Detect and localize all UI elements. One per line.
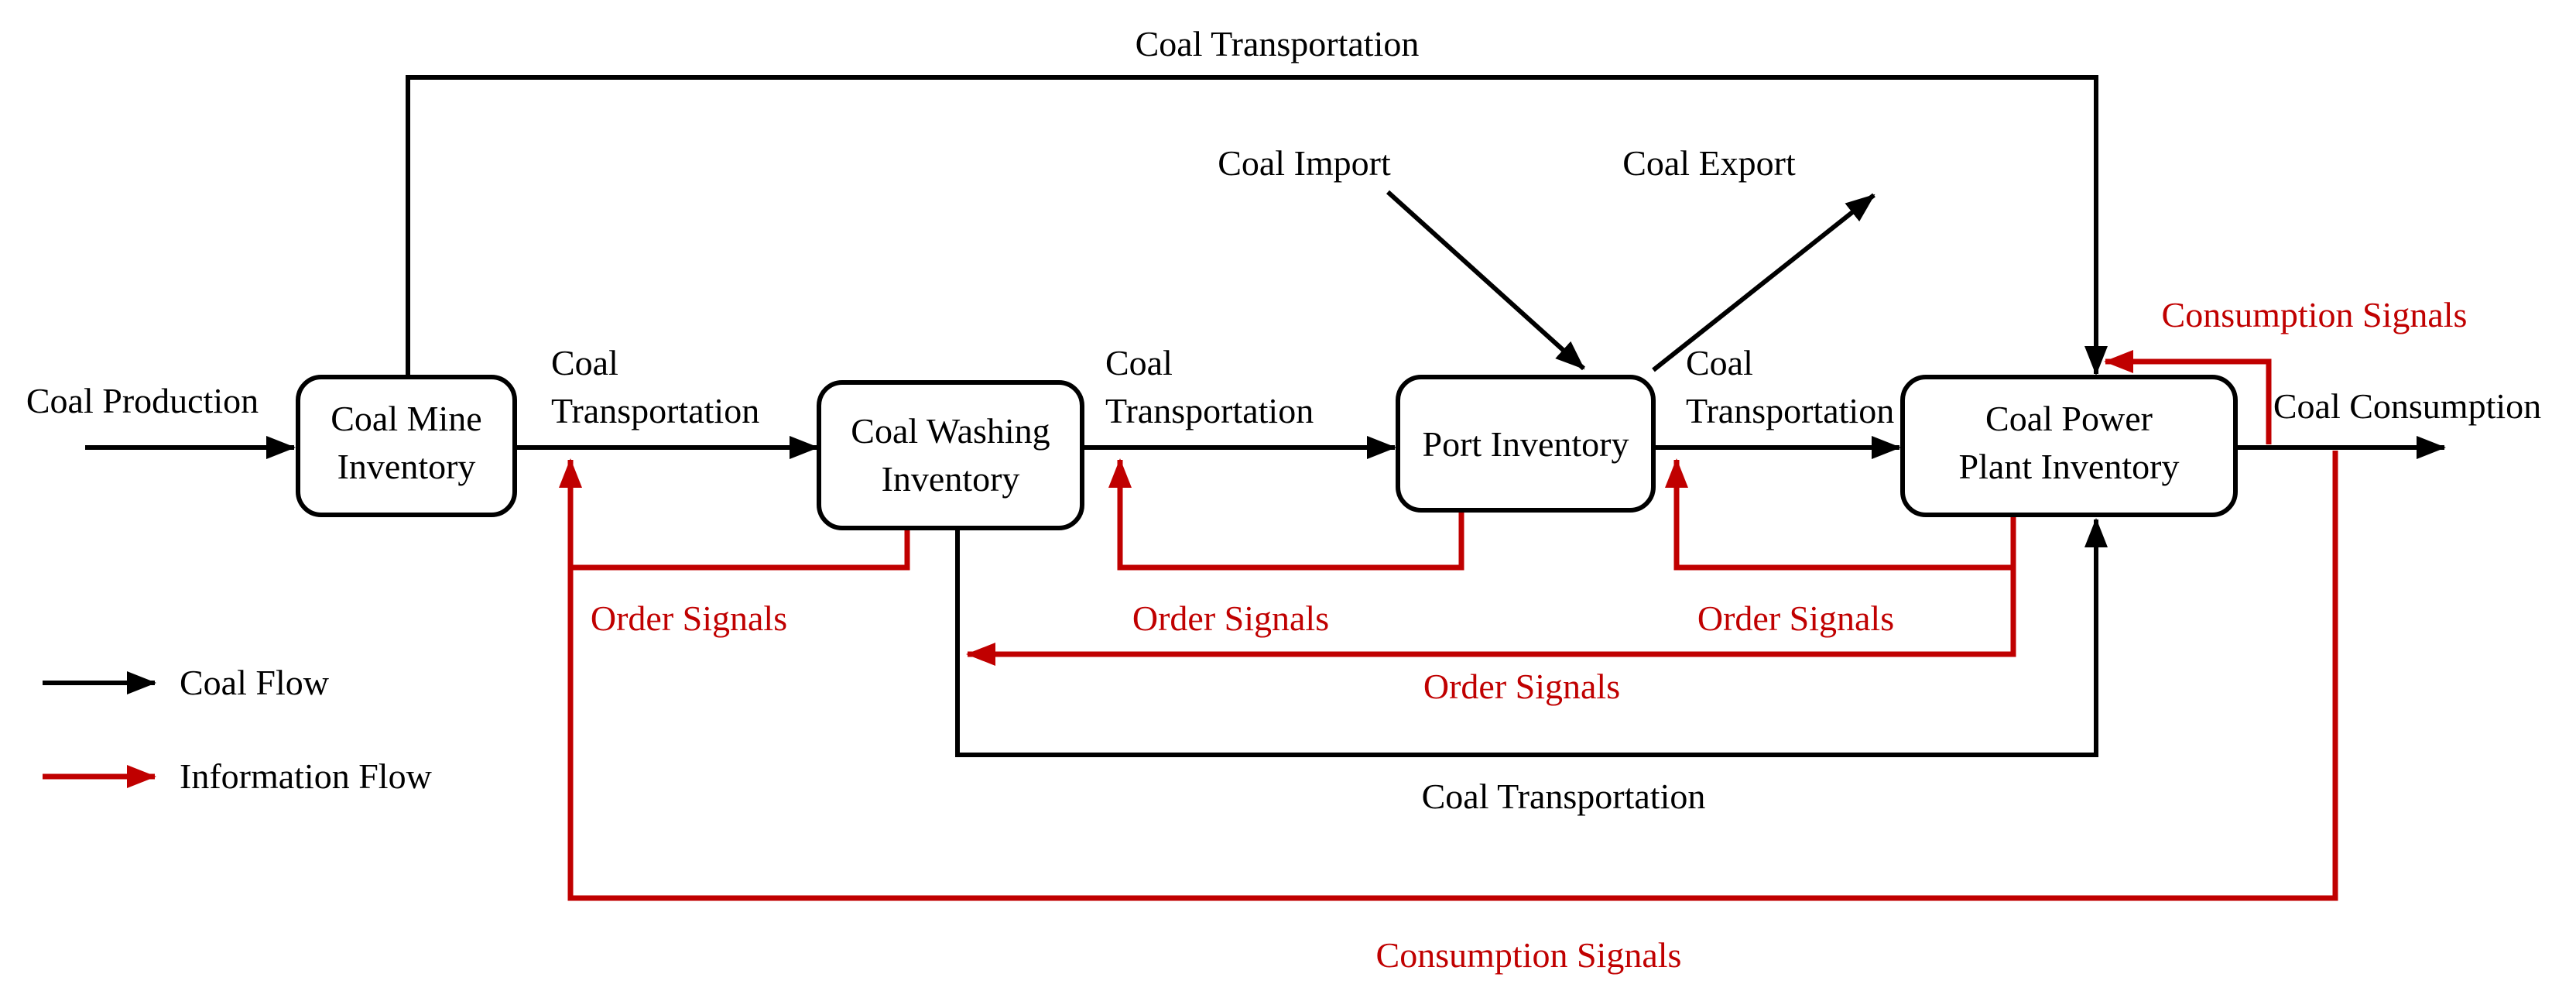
node-coal-washing-box: [817, 380, 1084, 530]
edge-consumption-signals-top-loop: [2104, 350, 2272, 444]
label-order-signals-2: Order Signals: [1132, 598, 1329, 638]
label-order-signals-3: Order Signals: [1697, 598, 1894, 638]
node-coal-power-plant-label-line1: Coal Power: [1985, 399, 2153, 438]
coal-flow-layer: [85, 75, 2446, 757]
label-order-signals-4: Order Signals: [1423, 667, 1620, 706]
label-transport-washing-port-line2: Transportation: [1105, 391, 1314, 430]
label-layer: Coal Production Coal Transportation Coal…: [26, 24, 2541, 975]
node-coal-power-plant-box: [1900, 375, 2238, 517]
label-coal-transportation-bottom: Coal Transportation: [1422, 777, 1706, 816]
label-coal-production: Coal Production: [26, 381, 259, 420]
edge-order-signals-port-to-washing: [1108, 458, 1464, 571]
edge-order-signals-powerplant-to-port: [1665, 458, 2013, 571]
edge-bottom-transportation-loop-arrow: [955, 518, 2108, 757]
node-coal-mine-label-line2: Inventory: [337, 447, 476, 486]
node-layer: Coal Mine Inventory Coal Washing Invento…: [296, 375, 2238, 530]
label-coal-import: Coal Import: [1218, 143, 1391, 183]
label-coal-transportation-top: Coal Transportation: [1136, 24, 1420, 63]
node-coal-mine-box: [296, 375, 517, 517]
node-port-box: [1396, 375, 1656, 513]
node-coal-washing-label-line2: Inventory: [882, 459, 1020, 499]
label-transport-washing-port-line1: Coal: [1105, 343, 1173, 382]
node-port-label: Port Inventory: [1422, 424, 1629, 464]
node-coal-washing-label-line1: Coal Washing: [851, 411, 1050, 451]
edge-coal-import-arrow: [1386, 190, 1586, 371]
legend: Coal Flow Information Flow: [43, 663, 433, 796]
label-transport-mine-washing-line1: Coal: [551, 343, 618, 382]
node-coal-mine-label-line1: Coal Mine: [331, 399, 481, 438]
legend-information-flow-label: Information Flow: [180, 756, 433, 796]
label-transport-port-powerplant-line2: Transportation: [1686, 391, 1894, 430]
label-coal-export: Coal Export: [1622, 143, 1796, 183]
label-transport-mine-washing-line2: Transportation: [551, 391, 759, 430]
edge-top-transportation-loop-arrow: [406, 75, 2108, 377]
edge-coal-export-arrow: [1652, 193, 1875, 372]
information-flow-layer: [559, 350, 2338, 901]
label-transport-port-powerplant-line1: Coal: [1686, 343, 1753, 382]
node-coal-power-plant-label-line2: Plant Inventory: [1959, 447, 2180, 486]
label-order-signals-1: Order Signals: [591, 598, 787, 638]
label-consumption-signals-top: Consumption Signals: [2162, 295, 2468, 334]
label-coal-consumption: Coal Consumption: [2273, 386, 2541, 426]
label-consumption-signals-bottom: Consumption Signals: [1376, 935, 1682, 975]
edge-order-signals-washing-to-mine: [573, 526, 910, 571]
legend-coal-flow-label: Coal Flow: [180, 663, 330, 702]
edge-order-signals-powerplant-to-washing: [966, 516, 2016, 666]
edge-consumption-signals-bottom-loop: [559, 451, 2338, 901]
